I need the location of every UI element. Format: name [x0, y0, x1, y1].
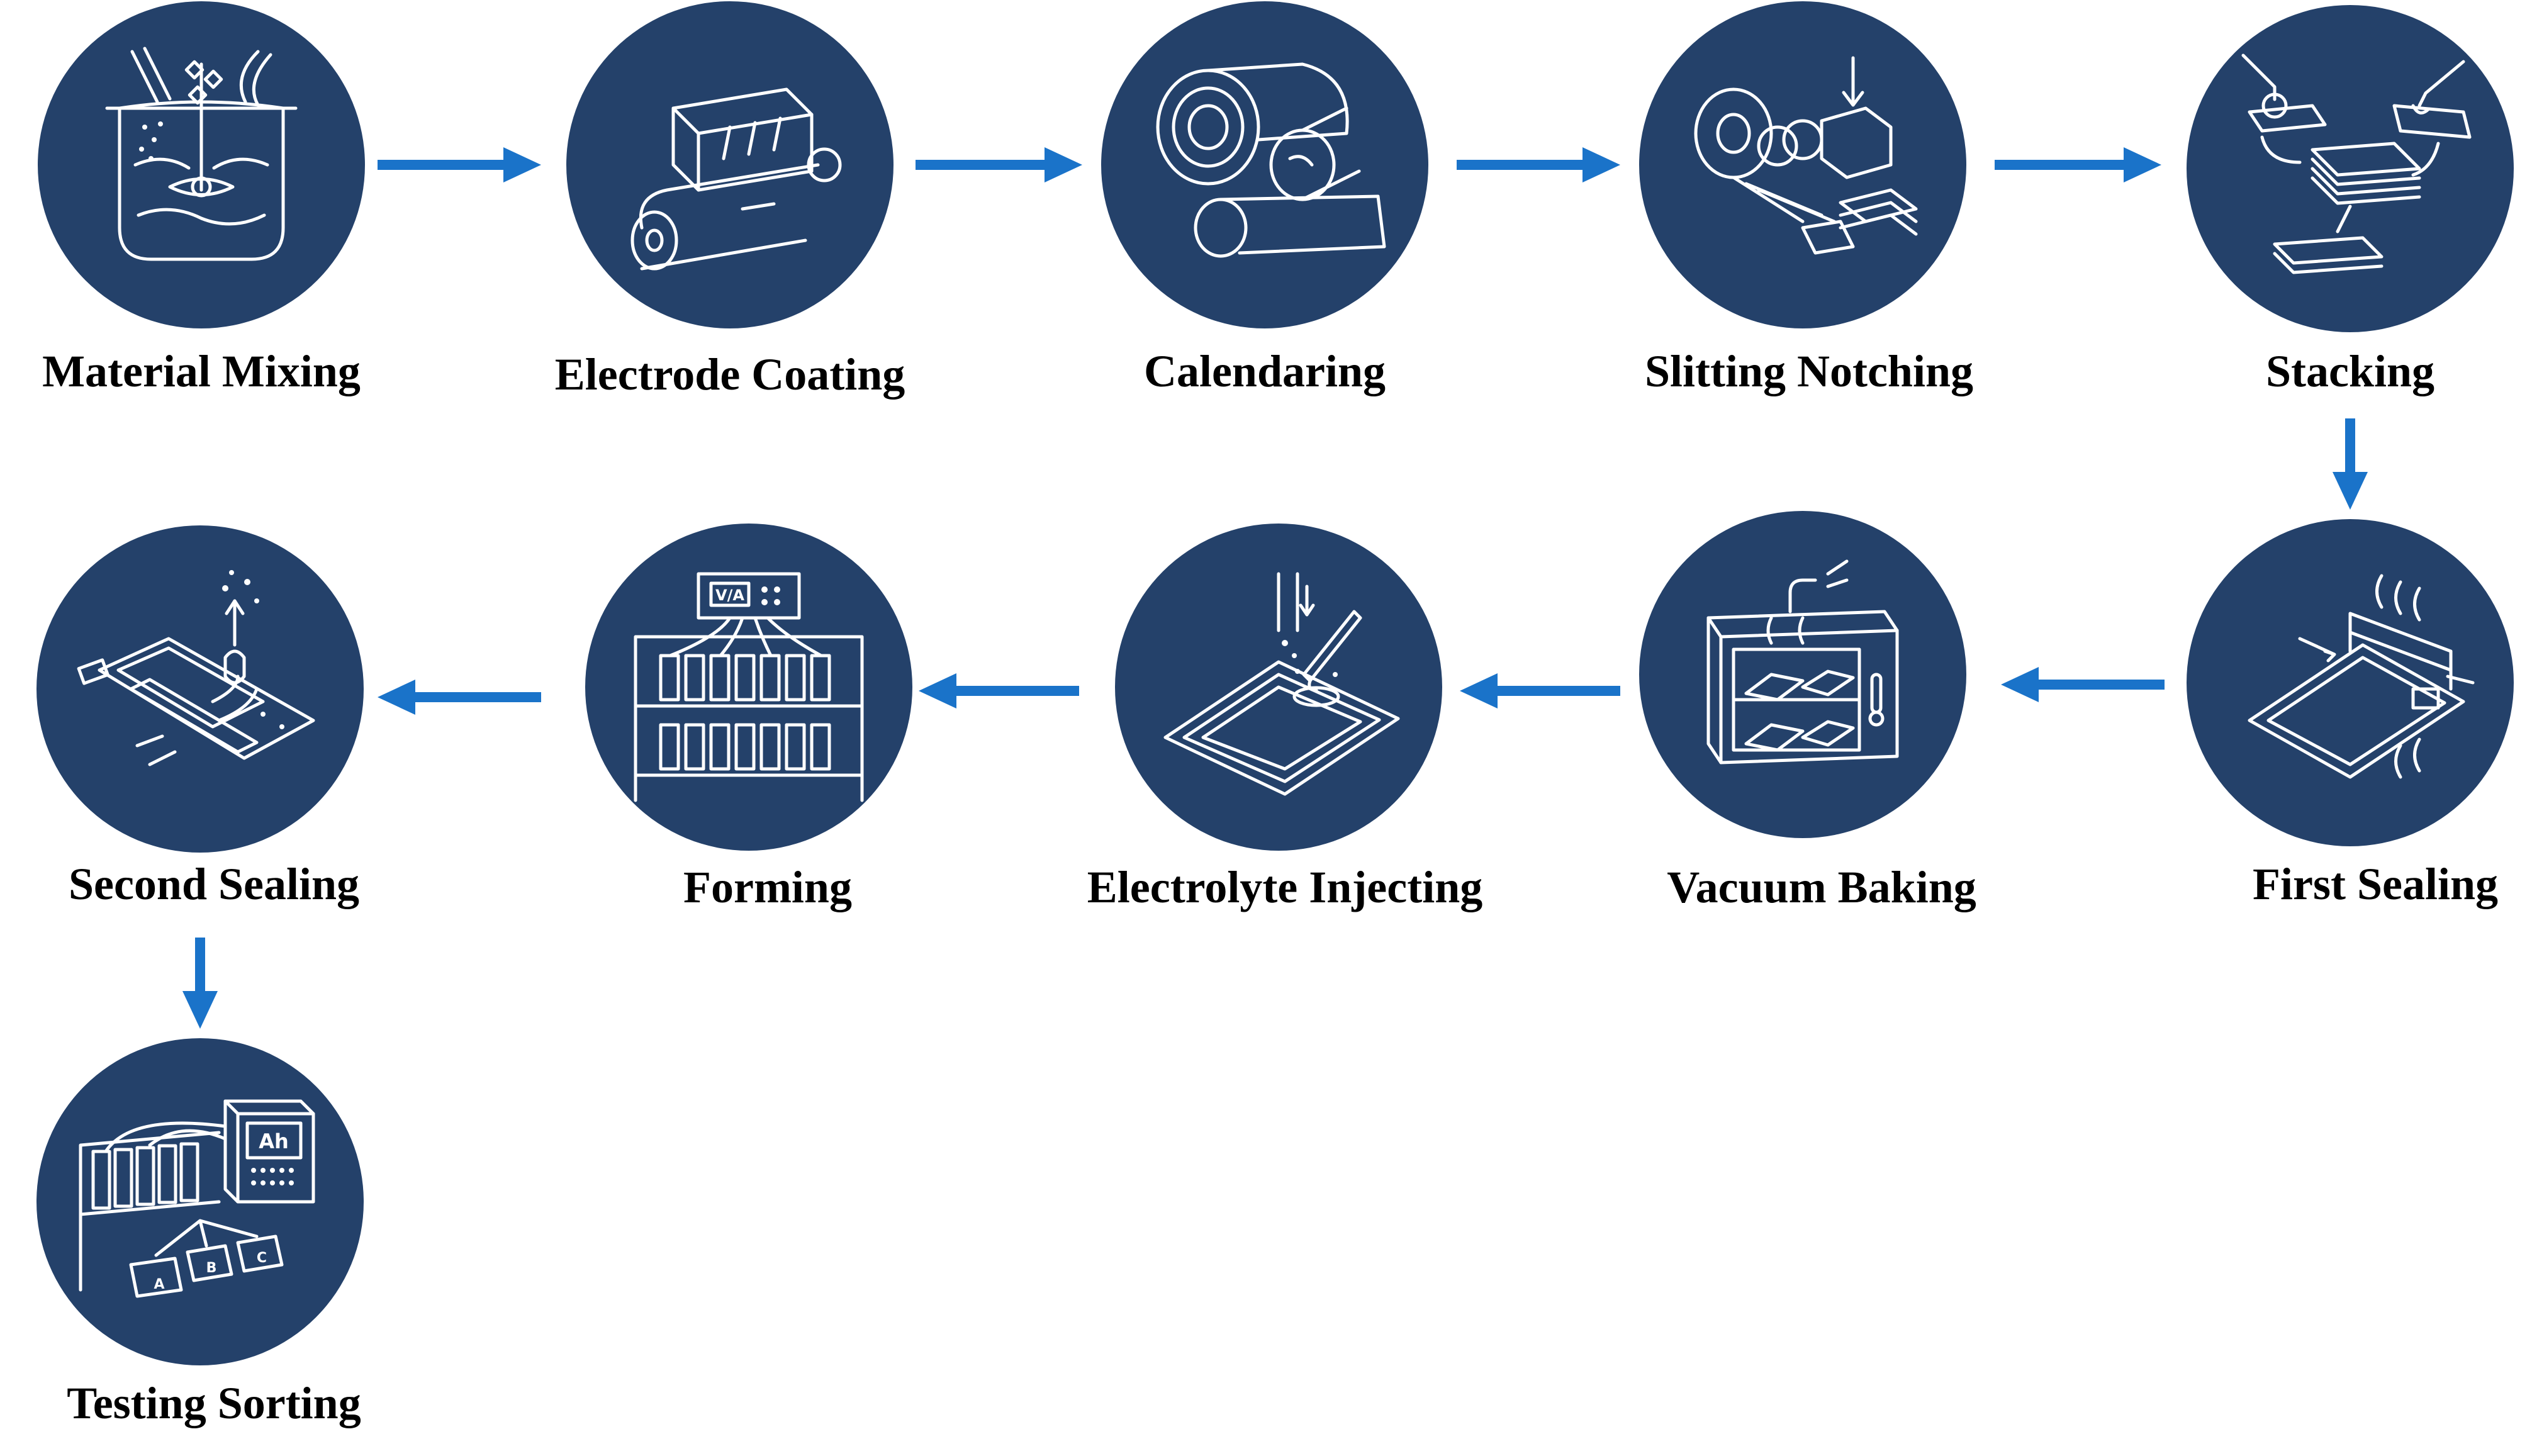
step-slitting-notching: [1639, 1, 1966, 328]
step-calendaring: [1101, 1, 1428, 328]
step-testing-sorting: Ah A B C: [36, 1038, 364, 1365]
testing-sorting-icon: Ah A B C: [79, 1099, 315, 1298]
step-label-slitting-notching: Slitting Notching: [1644, 346, 1974, 396]
arrow-stacking-to-first-sealing-head: [2333, 472, 2368, 510]
heat-sealer-icon: [2248, 574, 2475, 779]
arrow-electrolyte-to-forming-head: [919, 673, 956, 708]
arrow-coating-to-calendaring-head: [1045, 147, 1082, 182]
step-label-forming: Forming: [683, 862, 852, 912]
arrow-slitting-to-stacking-head: [2124, 147, 2161, 182]
second-sealing-icon: [77, 570, 315, 766]
step-material-mixing: [38, 1, 365, 328]
arrow-calendaring-to-slitting-head: [1582, 147, 1620, 182]
arrow-mixing-to-coating-head: [503, 147, 541, 182]
bin-b-text: B: [206, 1260, 217, 1276]
tester-display-text: Ah: [259, 1129, 289, 1153]
step-label-first-sealing: First Sealing: [2253, 859, 2498, 909]
step-second-sealing: [36, 525, 364, 853]
stacking-robot-icon: [2241, 53, 2472, 274]
step-label-second-sealing: Second Sealing: [68, 859, 360, 909]
formation-rack-icon: V/A: [634, 572, 864, 802]
arrow-first-sealing-to-vacuum-head: [2001, 667, 2039, 702]
step-first-sealing: [2187, 519, 2514, 846]
bin-c-text: C: [257, 1250, 267, 1266]
step-label-stacking: Stacking: [2265, 346, 2435, 396]
step-forming: V/A: [585, 524, 912, 851]
step-label-vacuum-baking: Vacuum Baking: [1667, 862, 1976, 912]
step-label-electrolyte-injecting: Electrolyte Injecting: [1087, 862, 1483, 912]
arrow-second-sealing-to-testing-head: [182, 991, 218, 1029]
vacuum-oven-icon: [1706, 559, 1899, 764]
bin-a-text: A: [154, 1277, 164, 1292]
step-label-testing-sorting: Testing Sorting: [67, 1378, 361, 1428]
step-vacuum-baking: [1639, 511, 1966, 838]
arrow-vacuum-to-electrolyte-head: [1460, 673, 1498, 708]
forming-meter-text: V/A: [715, 586, 744, 604]
electrolyte-nozzle-icon: [1163, 572, 1400, 796]
step-label-material-mixing: Material Mixing: [42, 346, 361, 396]
slitting-notching-icon: [1694, 56, 1918, 255]
step-electrode-coating: [566, 1, 893, 328]
step-stacking: [2187, 5, 2514, 332]
step-electrolyte-injecting: [1115, 524, 1442, 851]
step-label-electrode-coating: Electrode Coating: [554, 349, 905, 400]
step-label-calendaring: Calendaring: [1143, 346, 1386, 396]
arrow-forming-to-second-sealing-head: [378, 680, 415, 715]
mixing-tank-icon: [105, 47, 298, 261]
coating-machine-icon: [630, 87, 842, 271]
calendar-rollers-icon: [1156, 62, 1386, 258]
